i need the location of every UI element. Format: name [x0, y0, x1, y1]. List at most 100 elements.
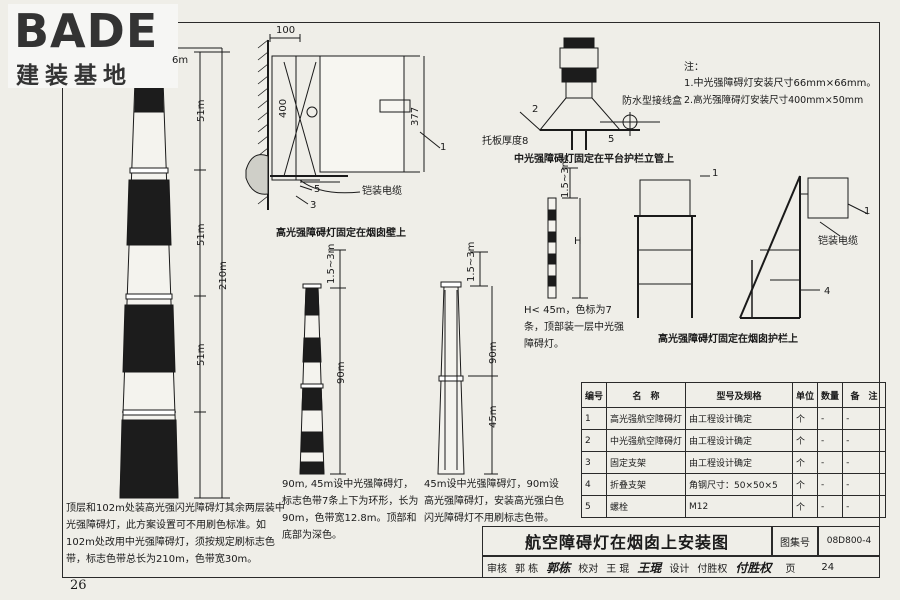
cell: - — [817, 451, 844, 474]
logo-subtitle: 建装基地 — [16, 63, 132, 89]
cell: 4 — [580, 473, 608, 496]
dim-h2: 377 — [410, 106, 421, 126]
cell: 个 — [792, 473, 819, 496]
logo-wordmark: BADE — [14, 4, 159, 58]
detail-rail-drawing — [634, 175, 869, 319]
dim-h-90: 90m — [336, 361, 347, 384]
cell: 由工程设计确定 — [685, 407, 794, 430]
dim-seg1: 51m — [196, 99, 207, 122]
cell: 个 — [792, 451, 819, 474]
cell: 由工程设计确定 — [685, 451, 794, 474]
box-label: 防水型接线盒 — [622, 96, 682, 107]
designer-signature: 付胜权 — [735, 560, 772, 575]
detail-mid-drawing — [519, 37, 660, 150]
note-2: 2.高光强障碍灯安装尺寸400mm×50mm — [684, 95, 864, 106]
cell: 个 — [792, 407, 819, 430]
cell: 折叠支架 — [606, 473, 687, 496]
plate-label: 托板厚度8 — [482, 136, 529, 147]
chimney-main-note: 顶层和102m处装高光强闪光障碍灯其余两层装中光强障碍灯，此方案设置可不用刷色标… — [66, 503, 285, 565]
pole-note: H< 45m，色标为7条，顶部装一层中光强障碍灯。 — [524, 305, 624, 350]
callout-1-rail-left: 1 — [712, 168, 719, 179]
page-number: 26 — [70, 578, 87, 593]
cable-label-rail: 铠装电缆 — [818, 236, 858, 247]
cell: 高光强航空障碍灯 — [606, 407, 687, 430]
dim-top-pole: 1.5~3m — [560, 157, 571, 198]
cell: 5 — [580, 495, 608, 518]
cell: M12 — [685, 495, 794, 518]
cell: - — [842, 407, 887, 430]
detail-high-caption: 高光强障碍灯固定在烟囱壁上 — [276, 228, 406, 239]
dim-top: 6m — [172, 55, 189, 66]
page-value: 24 — [821, 561, 835, 573]
review-label: 审核 — [487, 563, 507, 575]
notes-title: 注： — [684, 62, 704, 73]
signature-row: 审核 郭 栋 郭栋 校对 王 琨 王琨 设计 付胜权 付胜权 页 24 — [482, 556, 880, 578]
drawing-title: 航空障碍灯在烟囱上安装图 — [482, 526, 772, 556]
cell: - — [842, 429, 887, 452]
cell: - — [842, 473, 887, 496]
checker-name: 王 琨 — [606, 563, 630, 575]
cell: 螺栓 — [606, 495, 687, 518]
cell: - — [817, 473, 844, 496]
callout-5: 5 — [314, 184, 321, 195]
cell: 3 — [580, 451, 608, 474]
dim-h2-45: 45m — [488, 405, 499, 428]
dim-seg3: 51m — [196, 343, 207, 366]
dim-seg2: 51m — [196, 223, 207, 246]
detail-rail-caption: 高光强障碍灯固定在烟囱护栏上 — [658, 334, 798, 345]
chimney-45-drawing — [437, 251, 498, 475]
check-label: 校对 — [578, 563, 599, 575]
callout-3: 3 — [310, 200, 317, 211]
col-header: 型号及规格 — [685, 382, 794, 408]
callout-1: 1 — [440, 142, 447, 153]
dim-top-90: 1.5~3m — [326, 243, 337, 284]
chimney-90-drawing — [299, 249, 346, 475]
detail-mid-caption: 中光强障碍灯固定在平台护栏立管上 — [514, 154, 674, 165]
design-label: 设计 — [669, 563, 690, 575]
col-header: 编号 — [580, 382, 608, 408]
callout-5-mid: 5 — [608, 134, 615, 145]
cell: - — [842, 495, 887, 518]
cell: 中光强航空障碍灯 — [606, 429, 687, 452]
callout-4-rail: 4 — [824, 286, 831, 297]
cell: 2 — [580, 429, 608, 452]
dim-total: 210m — [218, 261, 229, 290]
page-label: 页 — [785, 563, 796, 575]
callout-1-rail-right: 1 — [864, 206, 871, 217]
dim-h-pole: H — [574, 236, 582, 247]
cell: 角钢尺寸：50×50×5 — [685, 473, 794, 496]
col-header: 单位 — [792, 382, 819, 408]
brand-logo: BADE 建装基地 — [8, 4, 178, 89]
note-1: 1.中光强障碍灯安装尺寸66mm×66mm。 — [684, 78, 877, 89]
cell: - — [817, 407, 844, 430]
cell: 由工程设计确定 — [685, 429, 794, 452]
chimney-main-drawing — [119, 40, 230, 499]
dim-w: 100 — [276, 25, 296, 36]
cell: - — [842, 451, 887, 474]
cable-label: 铠装电缆 — [362, 186, 402, 197]
cell: 个 — [792, 429, 819, 452]
designer-name: 付胜权 — [697, 563, 728, 575]
cell: 固定支架 — [606, 451, 687, 474]
cell: 个 — [792, 495, 819, 518]
col-header: 数量 — [817, 382, 844, 408]
chimney-45-note: 45m设中光强障碍灯，90m设高光强障碍灯，安装高光强白色闪光障碍灯不用刷标志色… — [424, 479, 564, 524]
drawing-frame — [62, 22, 880, 578]
col-header: 备 注 — [842, 382, 887, 408]
dim-h1: 400 — [278, 98, 289, 118]
col-header: 名 称 — [606, 382, 687, 408]
callout-2: 2 — [532, 104, 539, 115]
atlas-label: 图集号 — [772, 526, 818, 556]
pole-drawing — [547, 167, 588, 299]
chimney-90-note: 90m, 45m设中光强障碍灯，标志色带7条上下为环形，长为90m，色带宽12.… — [282, 479, 419, 541]
reviewer-name: 郭 栋 — [515, 563, 539, 575]
cell: - — [817, 429, 844, 452]
checker-signature: 王琨 — [637, 560, 662, 575]
